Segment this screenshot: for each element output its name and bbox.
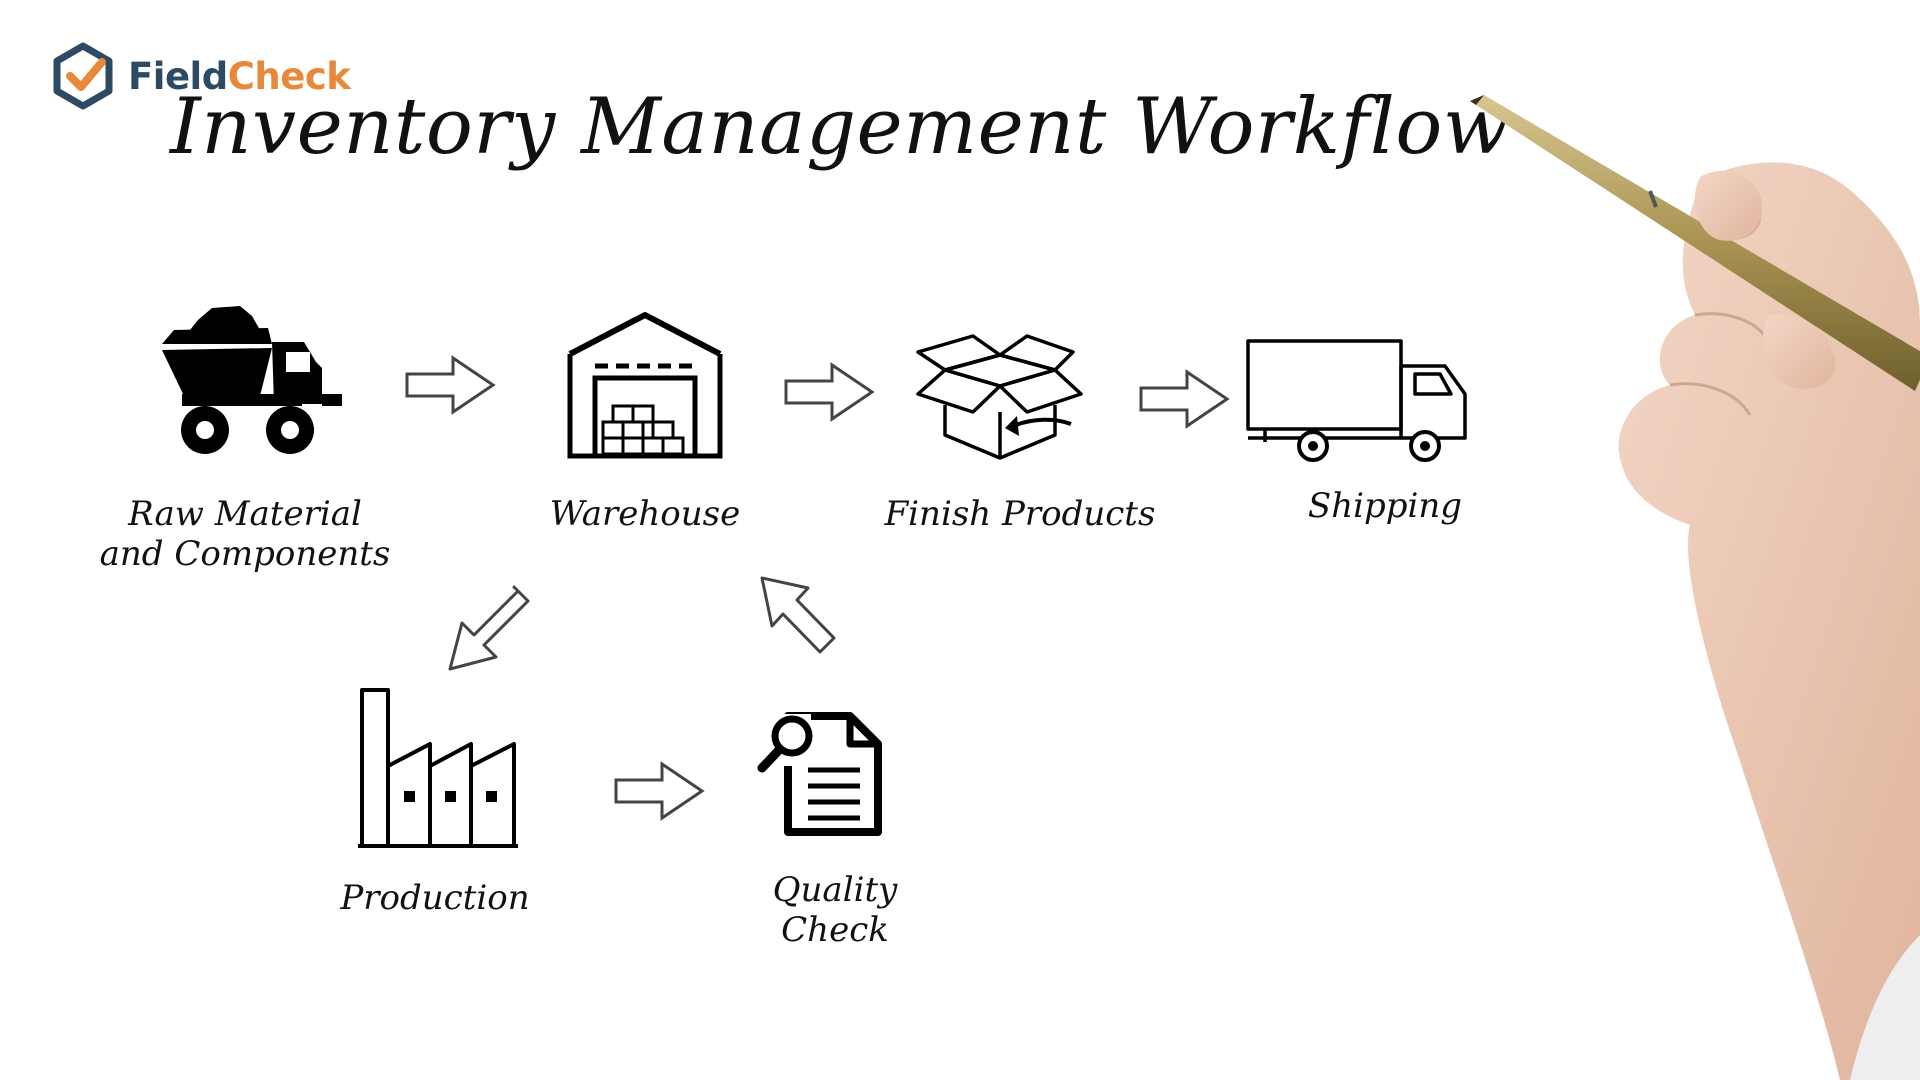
arrow-right-icon bbox=[784, 362, 875, 422]
step-label-quality-check: Quality Check bbox=[772, 870, 898, 950]
warehouse-icon bbox=[567, 312, 723, 459]
step-label-warehouse: Warehouse bbox=[549, 494, 741, 534]
arrow-right-icon bbox=[1139, 369, 1230, 429]
step-label-raw-material: Raw Material and Components bbox=[99, 494, 391, 574]
step-label-shipping: Shipping bbox=[1307, 486, 1463, 526]
arrow-down-left-icon bbox=[448, 585, 530, 671]
brand-name: FieldCheck bbox=[128, 54, 351, 98]
factory-icon bbox=[358, 688, 518, 848]
brand-logo: FieldCheck bbox=[52, 38, 382, 114]
arrow-up-left-icon bbox=[760, 576, 836, 654]
hexagon-check-icon bbox=[53, 42, 113, 110]
step-label-finish-products: Finish Products bbox=[884, 494, 1156, 534]
delivery-truck-icon bbox=[1246, 339, 1467, 462]
step-label-production: Production bbox=[340, 878, 530, 918]
document-magnifier-icon bbox=[757, 712, 882, 836]
dump-truck-icon bbox=[162, 306, 342, 454]
page-title: Inventory Management Workflow bbox=[170, 82, 1511, 172]
arrow-right-icon bbox=[405, 355, 496, 415]
open-box-icon bbox=[916, 334, 1083, 460]
hand-holding-pen-image bbox=[1470, 95, 1920, 1080]
arrow-right-icon bbox=[614, 761, 705, 821]
